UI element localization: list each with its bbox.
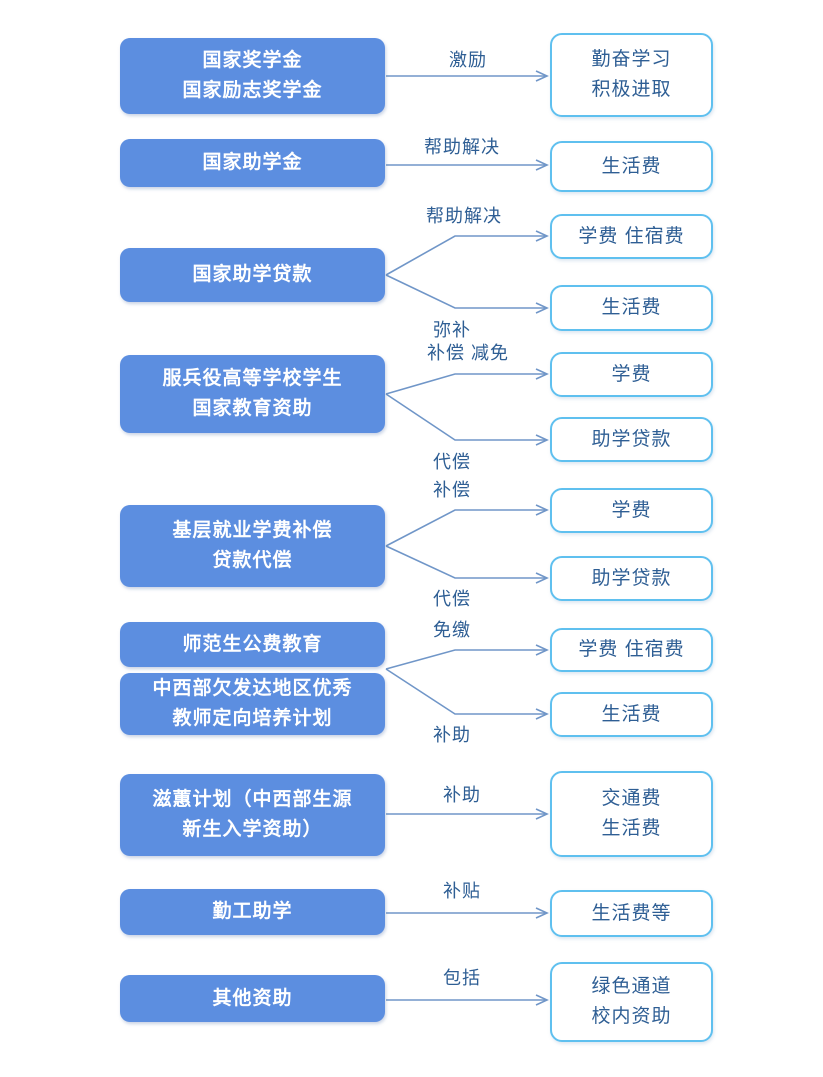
- source-box-midwest-teacher-program: 中西部欠发达地区优秀 教师定向培养计划: [120, 673, 385, 735]
- target-box-living-expenses-1: 生活费: [550, 141, 713, 192]
- target-box-line: 学费: [611, 499, 652, 521]
- target-box-tuition-2: 学费: [550, 488, 713, 533]
- source-box-line: 国家助学金: [202, 152, 303, 173]
- target-box-tuition-accommodation-2: 学费 住宿费: [550, 628, 713, 672]
- connector-row5-top: [385, 504, 549, 547]
- target-box-line: 生活费: [601, 297, 662, 318]
- target-box-line: 交通费: [601, 788, 662, 809]
- source-box-other-aid: 其他资助: [120, 975, 385, 1022]
- source-box-national-grant: 国家助学金: [120, 139, 385, 187]
- target-box-line: 学费 住宿费: [578, 639, 685, 660]
- source-box-line: 基层就业学费补偿: [172, 520, 333, 541]
- target-box-green-channel-campus-aid: 绿色通道 校内资助: [550, 962, 713, 1042]
- edge-label-includes: 包括: [443, 968, 481, 988]
- target-box-line: 生活费: [601, 155, 662, 177]
- source-box-work-study: 勤工助学: [120, 889, 385, 935]
- target-box-tuition-1: 学费: [550, 352, 713, 397]
- source-box-national-scholarship: 国家奖学金 国家励志奖学金: [120, 38, 385, 114]
- source-box-line: 国家励志奖学金: [182, 80, 323, 101]
- source-box-line: 服兵役高等学校学生: [162, 368, 343, 389]
- target-box-line: 生活费等: [591, 902, 672, 924]
- edge-label-help-solve-1: 帮助解决: [424, 137, 500, 157]
- source-box-line: 教师定向培养计划: [172, 708, 333, 729]
- edge-label-make-up: 弥补: [433, 320, 471, 340]
- connector-row5-bottom: [385, 545, 549, 584]
- connector-row6-bottom: [385, 668, 549, 720]
- source-box-military-service-aid: 服兵役高等学校学生 国家教育资助: [120, 355, 385, 433]
- edge-label-repay-2: 代偿: [433, 589, 471, 609]
- connector-row3-top: [385, 230, 549, 276]
- connector-row4-bottom: [385, 393, 549, 446]
- target-box-living-expenses-etc: 生活费等: [550, 890, 713, 937]
- connector-row6-top: [385, 644, 549, 670]
- source-box-national-student-loan: 国家助学贷款: [120, 248, 385, 302]
- target-box-line: 绿色通道: [591, 976, 672, 997]
- target-box-line: 校内资助: [591, 1006, 672, 1027]
- source-box-line: 国家奖学金: [202, 50, 303, 71]
- edge-label-subsidy-1: 补助: [433, 725, 471, 745]
- target-box-living-expenses-3: 生活费: [550, 692, 713, 737]
- target-box-transport-living: 交通费 生活费: [550, 771, 713, 857]
- edge-label-allowance: 补贴: [443, 881, 481, 901]
- target-box-line: 勤奋学习: [591, 49, 672, 70]
- edge-label-repay-1: 代偿: [433, 452, 471, 472]
- target-box-living-expenses-2: 生活费: [550, 285, 713, 331]
- source-box-line: 贷款代偿: [212, 550, 293, 571]
- source-box-zihui-plan: 滋蕙计划（中西部生源 新生入学资助）: [120, 774, 385, 856]
- target-box-student-loan-1: 助学贷款: [550, 417, 713, 462]
- source-box-line: 中西部欠发达地区优秀: [152, 678, 353, 699]
- connector-row3-bottom: [385, 274, 549, 314]
- source-box-public-funded-teacher-education: 师范生公费教育: [120, 622, 385, 667]
- edge-label-exempt: 免缴: [433, 620, 471, 640]
- source-box-line: 勤工助学: [212, 901, 293, 922]
- edge-label-motivate: 激励: [449, 50, 487, 70]
- target-box-line: 积极进取: [591, 79, 672, 100]
- source-box-grassroots-employment-compensation: 基层就业学费补偿 贷款代偿: [120, 505, 385, 587]
- source-box-line: 师范生公费教育: [182, 633, 323, 655]
- target-box-line: 学费: [611, 363, 652, 385]
- target-box-diligent-study: 勤奋学习 积极进取: [550, 33, 713, 117]
- target-box-line: 生活费: [601, 703, 662, 725]
- edge-label-help-solve-2: 帮助解决: [426, 206, 502, 226]
- target-box-line: 生活费: [601, 818, 662, 839]
- source-box-line: 新生入学资助）: [182, 819, 323, 840]
- edge-label-compensate-waive: 补偿 减免: [426, 343, 510, 363]
- edge-label-compensate: 补偿: [433, 480, 471, 500]
- edge-label-subsidy-2: 补助: [443, 785, 481, 805]
- source-box-line: 其他资助: [212, 987, 293, 1009]
- target-box-line: 助学贷款: [591, 567, 672, 589]
- target-box-line: 学费 住宿费: [578, 225, 685, 247]
- target-box-line: 助学贷款: [591, 428, 672, 450]
- source-box-line: 国家教育资助: [192, 398, 313, 419]
- connector-row4-top: [385, 368, 549, 395]
- target-box-student-loan-2: 助学贷款: [550, 556, 713, 601]
- source-box-line: 滋蕙计划（中西部生源: [152, 789, 353, 810]
- source-box-line: 国家助学贷款: [192, 264, 313, 285]
- target-box-tuition-accommodation-1: 学费 住宿费: [550, 214, 713, 259]
